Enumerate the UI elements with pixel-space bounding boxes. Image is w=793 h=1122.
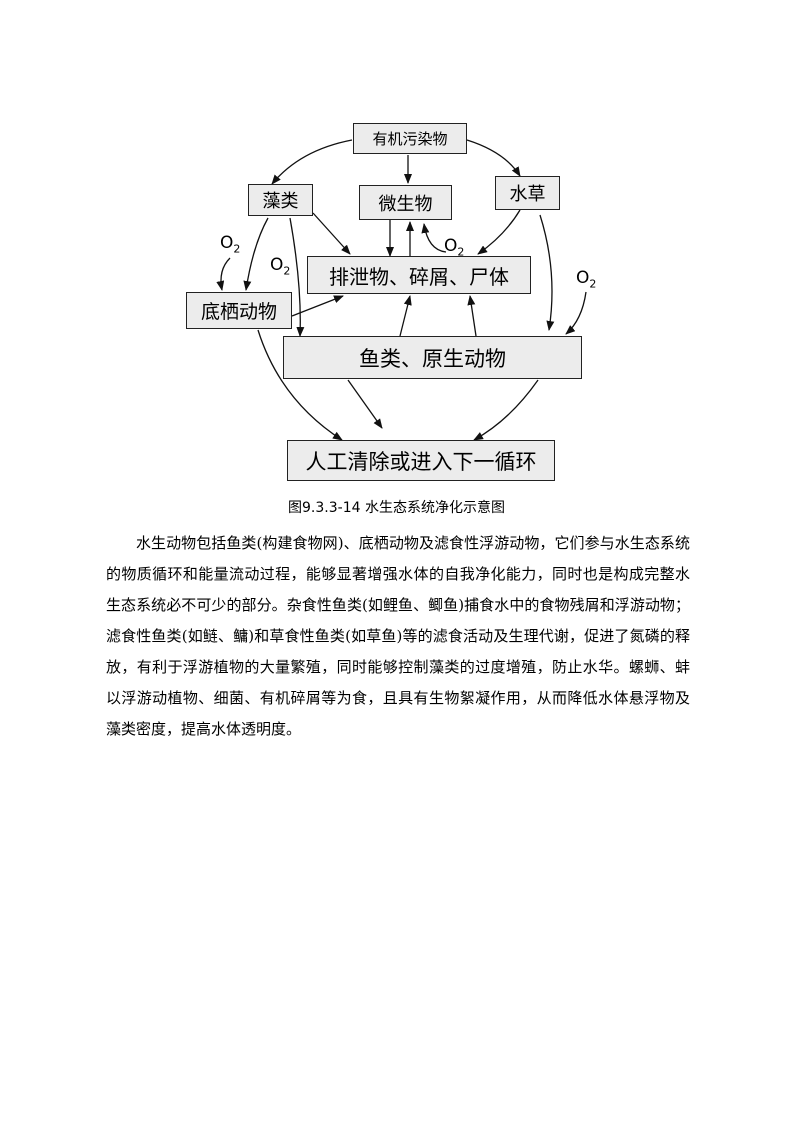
arrow-algae-to-fish <box>289 217 305 337</box>
arrow-fish-to-excreta-2 <box>467 295 477 337</box>
arrow-plants-to-excreta <box>477 209 521 255</box>
arrow-o2-to-benthic <box>216 257 231 291</box>
oxygen-label-right: O2 <box>576 268 597 291</box>
arrow-plants-to-fish <box>539 214 555 331</box>
node-removal: 人工清除或进入下一循环 <box>287 440 555 481</box>
node-fish-protozoa: 鱼类、原生动物 <box>283 336 582 379</box>
arrow-algae-to-excreta <box>312 212 351 255</box>
node-aquatic-plants: 水草 <box>495 176 560 210</box>
arrow-fish-right-to-removal <box>473 379 539 441</box>
arrow-fish-to-excreta-1 <box>399 295 412 337</box>
node-excreta: 排泄物、碎屑、尸体 <box>307 256 531 294</box>
arrow-o2-to-fish <box>565 291 587 335</box>
arrow-algae-to-benthic <box>243 217 269 291</box>
oxygen-label-left: O2 <box>220 233 241 256</box>
oxygen-label-center: O2 <box>444 236 465 259</box>
node-benthic-animals: 底栖动物 <box>186 292 292 329</box>
arrow-o2-to-microbes <box>421 223 447 253</box>
arrow-pollutants-to-plants <box>466 139 521 177</box>
node-algae: 藻类 <box>248 184 313 216</box>
arrow-benthic-to-removal <box>257 329 343 441</box>
arrow-fish-to-removal <box>347 379 383 429</box>
oxygen-label-mid-left: O2 <box>270 255 291 278</box>
figure-caption: 图9.3.3-14 水生态系统净化示意图 <box>288 500 505 516</box>
node-organic-pollutants: 有机污染物 <box>353 123 467 154</box>
diagram-arrows <box>216 139 587 441</box>
body-paragraph: 水生动物包括鱼类(构建食物网)、底栖动物及滤食性浮游动物，它们参与水生态系统的物… <box>106 534 690 738</box>
arrow-pollutants-to-algae <box>271 139 353 185</box>
arrow-benthic-to-excreta <box>291 295 344 317</box>
ecosystem-diagram: 有机污染物 藻类 微生物 水草 排泄物、碎屑、尸体 底栖动物 鱼类、原生动物 人… <box>0 0 793 490</box>
node-microbes: 微生物 <box>359 185 452 220</box>
